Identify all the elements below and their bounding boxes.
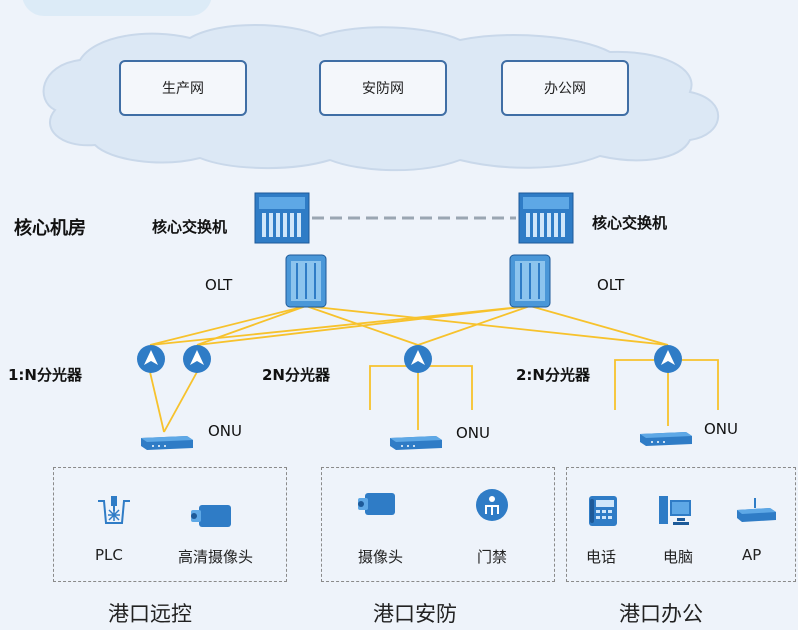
device-label: 电脑 xyxy=(663,548,694,566)
group-office xyxy=(566,467,796,582)
onu-icon xyxy=(141,436,193,450)
network-security: 安防网 xyxy=(319,60,447,116)
olt-right-icon xyxy=(509,254,551,308)
onu-left-label: ONU xyxy=(208,422,243,440)
splitter-icon xyxy=(137,345,165,373)
onu-icon xyxy=(640,432,692,446)
splitter-left-label: 1:N分光器 xyxy=(8,366,82,384)
onu-middle-label: ONU xyxy=(456,424,491,442)
splitter-icon xyxy=(654,345,682,373)
section-title-remote-control: 港口远控 xyxy=(108,602,192,626)
network-production: 生产网 xyxy=(119,60,247,116)
network-security-label: 安防网 xyxy=(362,81,404,97)
group-remote-control xyxy=(53,467,287,582)
network-office: 办公网 xyxy=(501,60,629,116)
device-label: PLC xyxy=(95,546,123,564)
device-label: 门禁 xyxy=(477,548,508,566)
olt-left-label: OLT xyxy=(205,276,233,294)
top-tab xyxy=(22,0,212,16)
device-label: 高清摄像头 xyxy=(178,548,254,566)
olt-right-label: OLT xyxy=(597,276,625,294)
splitter-middle-label: 2N分光器 xyxy=(262,366,330,384)
device-label: AP xyxy=(742,546,762,564)
network-office-label: 办公网 xyxy=(544,81,586,97)
core-switch-left-icon xyxy=(254,192,310,244)
onu-icon xyxy=(390,436,442,450)
onu-right-label: ONU xyxy=(704,420,739,438)
core-switch-right-icon xyxy=(518,192,574,244)
core-switch-left-label: 核心交换机 xyxy=(152,218,228,236)
splitter-icon xyxy=(404,345,432,373)
device-label: 摄像头 xyxy=(358,548,404,566)
section-title-office: 港口办公 xyxy=(619,602,703,626)
device-label: 电话 xyxy=(586,548,617,566)
plc-icon xyxy=(98,496,130,524)
access-control-icon xyxy=(476,489,508,521)
splitter-right-label: 2:N分光器 xyxy=(516,366,590,384)
camera-icon xyxy=(358,493,395,515)
group-security xyxy=(321,467,555,582)
access-point-icon xyxy=(737,498,776,522)
network-production-label: 生产网 xyxy=(162,81,204,97)
computer-icon xyxy=(659,496,691,525)
olt-left-icon xyxy=(285,254,327,308)
core-switch-right-label: 核心交换机 xyxy=(592,214,668,232)
section-title-security: 港口安防 xyxy=(373,602,457,626)
phone-icon xyxy=(589,496,617,526)
camera-icon xyxy=(191,505,231,527)
core-room-label: 核心机房 xyxy=(14,218,86,239)
splitter-icon xyxy=(183,345,211,373)
